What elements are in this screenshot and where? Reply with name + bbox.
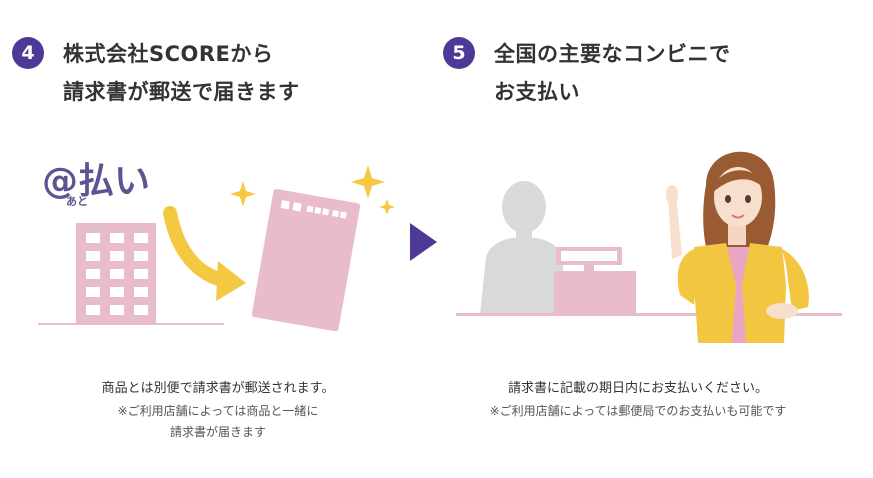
atobarai-logo-sub: あと xyxy=(66,195,88,208)
counter-line xyxy=(456,313,842,316)
caption-note-text: ※ご利用店舗によっては商品と一緒に 請求書が届きます xyxy=(0,401,436,443)
step-4-panel: 4 株式会社SCOREから 請求書が郵送で届きます @払い あと xyxy=(0,0,420,478)
step-title: 全国の主要なコンビニで お支払い xyxy=(494,35,834,111)
atobarai-logo: @払い xyxy=(42,161,150,202)
step-title-line-1: 株式会社SCOREから xyxy=(63,42,274,66)
invoice-envelope-icon xyxy=(251,188,361,332)
caption-main-text: 請求書に記載の期日内にお支払いください。 xyxy=(507,381,768,396)
play-arrow-icon xyxy=(410,223,437,261)
caption-note-line-1: ※ご利用店舗によっては商品と一緒に xyxy=(117,404,319,418)
cash-register-icon xyxy=(554,247,636,315)
caption-main-text: 商品とは別便で請求書が郵送されます。 xyxy=(101,381,335,396)
step-title-line-1: 全国の主要なコンビニで xyxy=(494,42,731,66)
step-title-line-2: お支払い xyxy=(494,80,580,104)
step-title-line-2: 請求書が郵送で届きます xyxy=(63,80,300,104)
step-caption: 商品とは別便で請求書が郵送されます。 ※ご利用店舗によっては商品と一緒に 請求書… xyxy=(0,378,436,443)
building-icon xyxy=(76,223,156,325)
convenience-store-illustration xyxy=(456,151,842,343)
customer-silhouette-icon xyxy=(480,181,568,315)
step-caption: 請求書に記載の期日内にお支払いください。 ※ご利用店舗によっては郵便局でのお支払… xyxy=(428,378,848,422)
curved-arrow-icon xyxy=(163,206,246,301)
caption-note-line-2: 請求書が届きます xyxy=(169,425,266,439)
sparkle-icon xyxy=(230,165,395,215)
step-5-panel: 5 全国の主要なコンビニで お支払い xyxy=(436,0,856,478)
step-number-badge: 4 xyxy=(12,37,44,69)
step-title: 株式会社SCOREから 請求書が郵送で届きます xyxy=(63,35,403,111)
store-clerk-icon xyxy=(666,151,809,343)
step-number-badge: 5 xyxy=(443,37,475,69)
invoice-mail-illustration: @払い あと xyxy=(38,161,395,332)
ground-line xyxy=(38,323,224,325)
caption-note-text: ※ご利用店舗によっては郵便局でのお支払いも可能です xyxy=(489,404,787,418)
